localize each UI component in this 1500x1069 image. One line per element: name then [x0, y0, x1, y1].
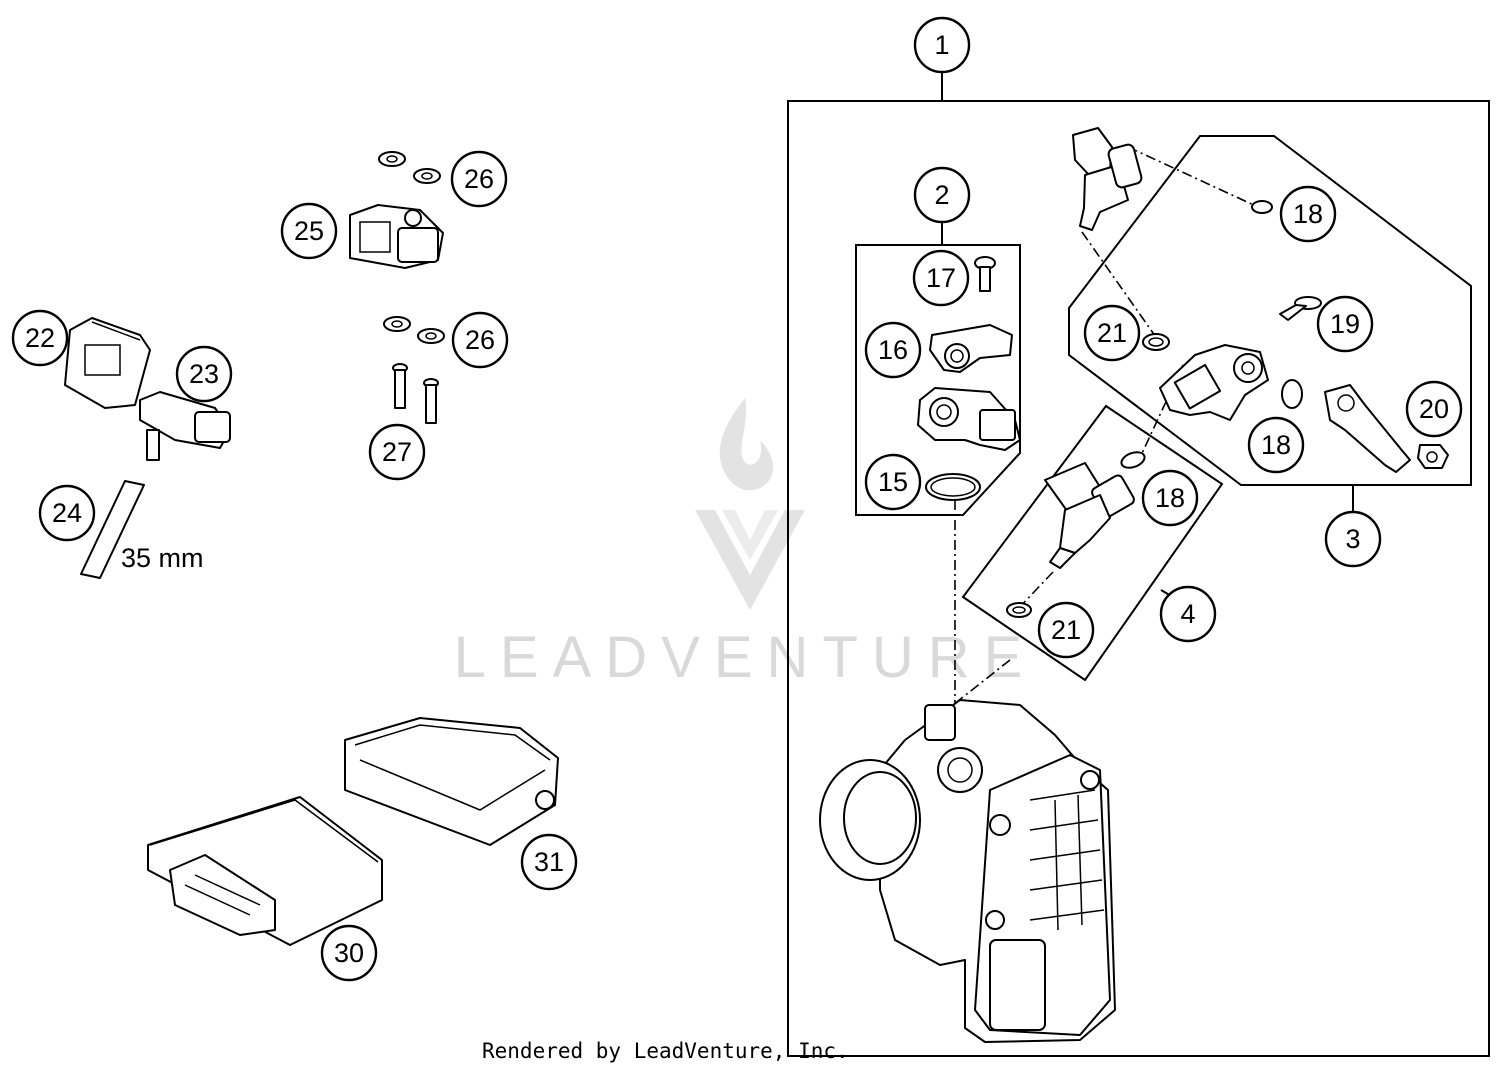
part-tps-sensor [917, 387, 1021, 451]
part-27-screws [392, 363, 439, 424]
callout-16[interactable]: 16 [864, 321, 922, 379]
callout-21-top[interactable]: 21 [1083, 304, 1141, 362]
svg-text:1: 1 [934, 30, 949, 60]
assembly-frame-4 [961, 404, 1224, 682]
dimension-label-24: 35 mm [121, 543, 204, 573]
svg-text:24: 24 [52, 498, 82, 528]
part-17-screw [974, 256, 996, 292]
part-3-injector-top [1072, 127, 1143, 231]
part-4-injector [1044, 462, 1135, 569]
callout-26-top[interactable]: 26 [450, 150, 508, 208]
throttle-body-ribs [1029, 789, 1105, 931]
part-21-washer-top [1142, 333, 1170, 351]
part-3-fuel-fitting [1159, 344, 1269, 421]
watermark-logo-icon [695, 398, 805, 610]
svg-text:3: 3 [1345, 524, 1360, 554]
part-26-washers-top [378, 151, 441, 184]
callout-15[interactable]: 15 [864, 453, 922, 511]
callout-17[interactable]: 17 [912, 249, 970, 307]
watermark: LEADVENTURE [454, 398, 1037, 690]
watermark-text: LEADVENTURE [454, 625, 1037, 690]
part-21-washer-4 [1006, 602, 1032, 618]
svg-text:20: 20 [1419, 394, 1449, 424]
callout-4[interactable]: 4 [1159, 585, 1217, 643]
svg-text:25: 25 [294, 216, 324, 246]
svg-text:4: 4 [1180, 599, 1195, 629]
part-20-bolt [1417, 444, 1449, 469]
callout-30[interactable]: 30 [320, 924, 378, 982]
svg-text:18: 18 [1261, 430, 1291, 460]
svg-text:17: 17 [926, 263, 956, 293]
callout-18-inj[interactable]: 18 [1141, 469, 1199, 527]
part-22-connector [64, 317, 151, 409]
assembly-frame-2 [855, 244, 1021, 516]
part-15-oring [925, 473, 981, 501]
throttle-body [819, 699, 1116, 1043]
part-18-oring-4 [1120, 451, 1146, 469]
svg-text:26: 26 [465, 325, 495, 355]
callout-23[interactable]: 23 [175, 345, 233, 403]
part-26-washers-bottom [383, 316, 445, 344]
render-credit: Rendered by LeadVenture, Inc. [482, 1039, 849, 1063]
part-25-bracket [349, 204, 444, 269]
callout-31[interactable]: 31 [520, 833, 578, 891]
svg-text:21: 21 [1097, 318, 1127, 348]
part-31-ecu-bracket [344, 717, 559, 846]
svg-text:27: 27 [382, 437, 412, 467]
callout-1[interactable]: 1 [913, 16, 971, 74]
callout-18-top[interactable]: 18 [1279, 185, 1337, 243]
part-19-pin [1279, 296, 1322, 321]
assembly-frame-3 [1068, 135, 1472, 486]
part-18-oring-top [1251, 200, 1273, 214]
callout-21-inj[interactable]: 21 [1037, 601, 1095, 659]
callout-20[interactable]: 20 [1405, 380, 1463, 438]
svg-text:21: 21 [1051, 615, 1081, 645]
svg-text:30: 30 [334, 938, 364, 968]
callout-24[interactable]: 24 [38, 484, 96, 542]
callout-3[interactable]: 3 [1324, 510, 1382, 568]
svg-text:16: 16 [878, 335, 908, 365]
svg-text:26: 26 [464, 164, 494, 194]
callout-27[interactable]: 27 [368, 423, 426, 481]
part-3-elbow [1324, 384, 1411, 473]
callout-22[interactable]: 22 [11, 309, 69, 367]
svg-text:18: 18 [1155, 483, 1185, 513]
part-24-hose [80, 480, 145, 579]
callout-19[interactable]: 19 [1316, 295, 1374, 353]
svg-text:22: 22 [25, 323, 55, 353]
callout-26-bottom[interactable]: 26 [451, 311, 509, 369]
assembly-frame-1 [787, 100, 1490, 1057]
svg-text:2: 2 [934, 180, 949, 210]
svg-text:31: 31 [534, 847, 564, 877]
callout-18-mid[interactable]: 18 [1247, 416, 1305, 474]
part-16-bracket [929, 324, 1013, 373]
part-18-oring-mid [1281, 379, 1303, 409]
svg-text:18: 18 [1293, 199, 1323, 229]
svg-text:19: 19 [1330, 309, 1360, 339]
callout-2[interactable]: 2 [913, 166, 971, 224]
part-23-sensor [139, 391, 231, 461]
callout-25[interactable]: 25 [280, 202, 338, 260]
svg-text:23: 23 [189, 359, 219, 389]
svg-text:15: 15 [878, 467, 908, 497]
part-30-ecu [147, 796, 383, 946]
